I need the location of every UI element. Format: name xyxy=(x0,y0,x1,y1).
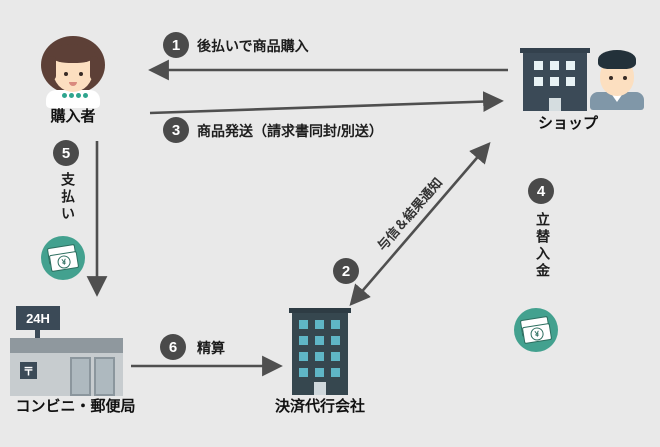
buyer-avatar-icon xyxy=(38,34,108,108)
store-door xyxy=(70,357,91,396)
buyer-hair-lock xyxy=(90,56,98,80)
store-24h-sign: 24H xyxy=(16,306,60,330)
banknote: ¥ xyxy=(48,250,80,273)
step-3-label: 商品発送（請求書同封/別送） xyxy=(197,123,383,139)
buyer-mouth xyxy=(69,82,77,86)
buyer-eye xyxy=(79,72,83,76)
buyer-bangs xyxy=(51,44,95,63)
arrow-step3-shipping xyxy=(149,91,504,115)
agency-windows xyxy=(299,320,340,377)
step-1-label: 後払いで商品購入 xyxy=(197,38,309,54)
shop-label: ショップ xyxy=(537,115,598,132)
shop-clerk-avatar-icon xyxy=(588,46,646,110)
buyer-label: 購入者 xyxy=(50,108,96,125)
payment-agency-building-icon xyxy=(289,308,351,395)
agency-door xyxy=(314,382,326,395)
clerk-eye xyxy=(623,76,627,80)
clerk-collar xyxy=(610,92,624,102)
step-4-label: 立替入金 xyxy=(535,212,551,280)
yen-symbol: ¥ xyxy=(529,326,545,341)
buyer-hair-lock xyxy=(48,56,56,80)
step-5-badge: 5 xyxy=(53,140,79,166)
clerk-eye xyxy=(609,76,613,80)
step-6-badge: 6 xyxy=(160,334,186,360)
arrow-step2-credit-check xyxy=(349,142,491,306)
store-sign-pole xyxy=(35,330,40,340)
yen-symbol: ¥ xyxy=(56,254,72,269)
store-fascia xyxy=(10,338,123,353)
money-icon-buyer: ¥ xyxy=(41,236,85,280)
step-2-badge: 2 xyxy=(333,258,359,284)
clerk-hair xyxy=(598,50,636,69)
store-label: コンビニ・郵便局 xyxy=(15,398,136,415)
agency-roof xyxy=(289,308,351,313)
buyer-necklace xyxy=(62,93,88,98)
money-icon-shop: ¥ xyxy=(514,308,558,352)
shop-door xyxy=(549,98,561,111)
step-6-label: 精算 xyxy=(197,340,225,356)
convenience-store-icon: 24H 〒 xyxy=(10,300,125,396)
step-1-badge: 1 xyxy=(163,32,189,58)
store-door xyxy=(94,357,115,396)
step-5-label: 支払い xyxy=(60,172,76,223)
step-2-label: 与信＆結果通知 xyxy=(374,174,446,254)
shop-windows xyxy=(534,61,575,86)
agency-label: 決済代行会社 xyxy=(274,398,365,415)
buyer-eye xyxy=(64,72,68,76)
step-3-badge: 3 xyxy=(163,117,189,143)
shop-building-icon xyxy=(520,48,590,111)
postal-mark: 〒 xyxy=(20,362,37,379)
step-4-badge: 4 xyxy=(528,178,554,204)
banknote: ¥ xyxy=(521,322,553,345)
shop-roof xyxy=(520,48,590,53)
